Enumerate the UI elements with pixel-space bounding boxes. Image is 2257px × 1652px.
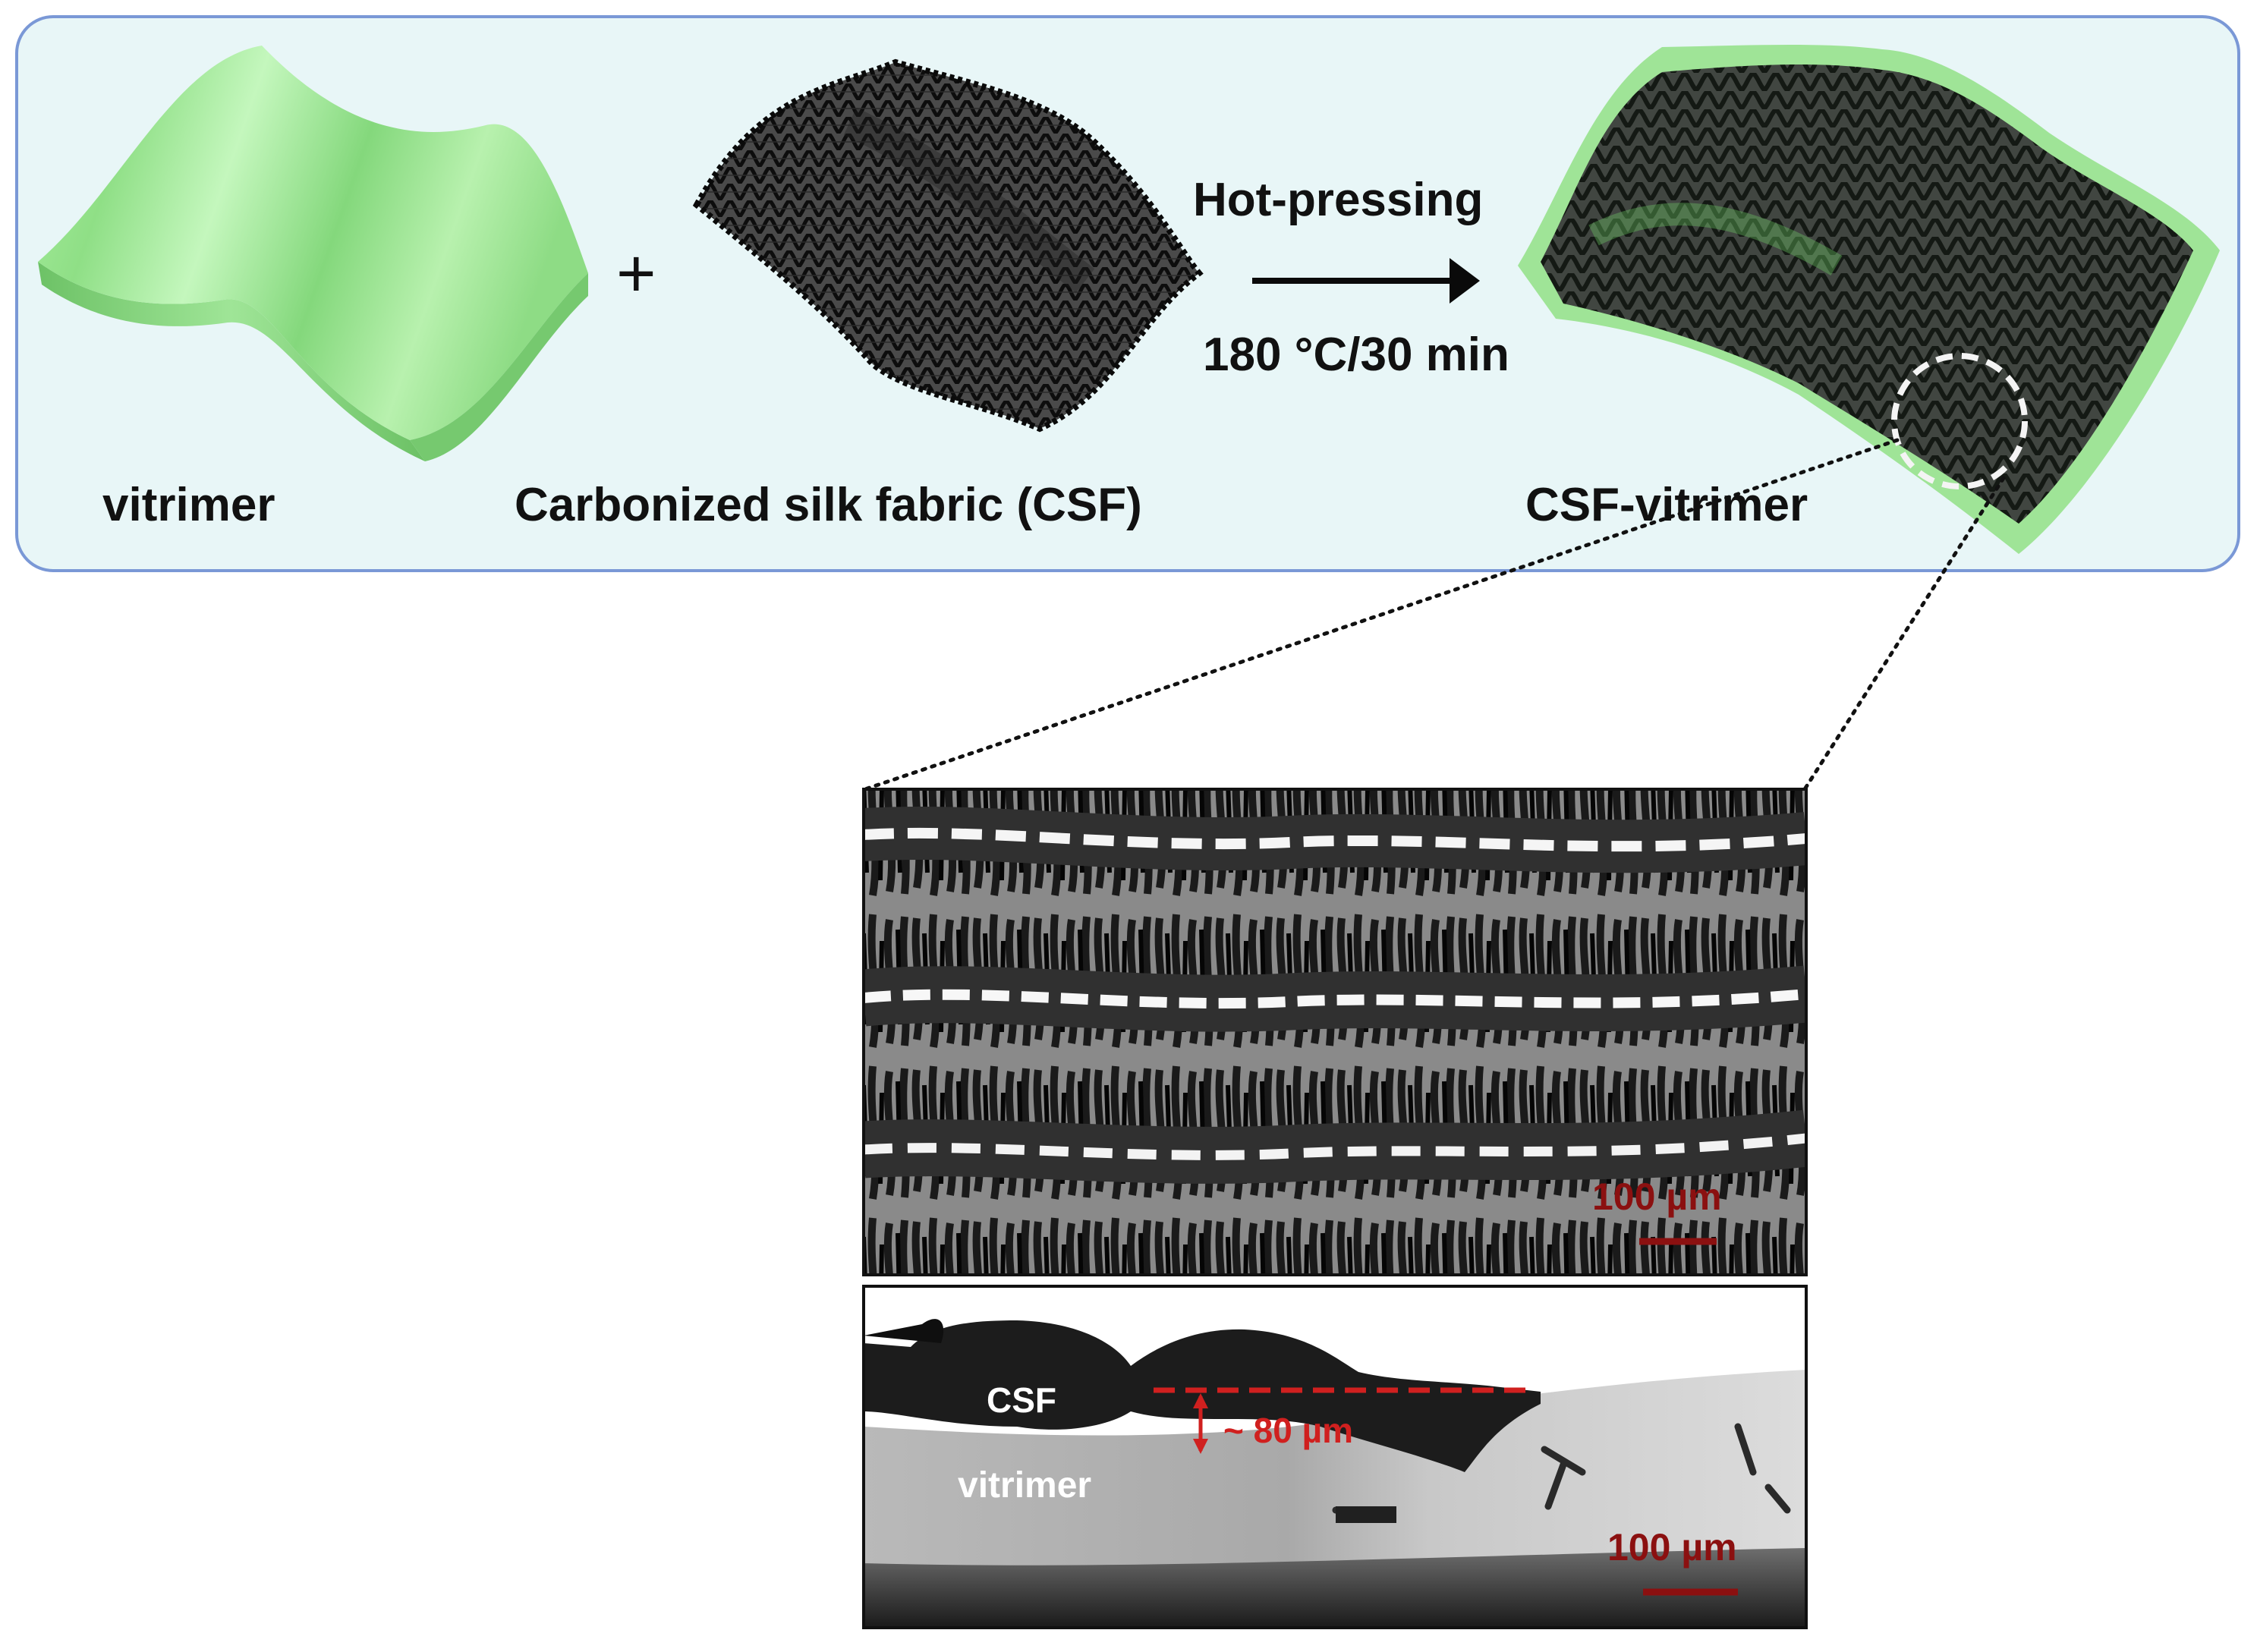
cross-section-vitrimer-label: vitrimer <box>958 1465 1092 1506</box>
hot-pressing-label: Hot-pressing <box>1193 174 1484 226</box>
micrograph-top <box>864 789 1806 1275</box>
csf-vitrimer-label: CSF-vitrimer <box>1525 479 1808 531</box>
micrograph-top-frame <box>862 788 1808 1276</box>
zoom-line-left <box>863 438 1900 791</box>
csf-label: Carbonized silk fabric (CSF) <box>515 479 1142 531</box>
plus-sign: + <box>616 236 656 312</box>
micrograph-bottom <box>864 1286 1806 1628</box>
micrograph-bottom-frame <box>862 1285 1808 1629</box>
zoom-line-right <box>1802 476 2006 791</box>
cross-section-csf-label: CSF <box>987 1380 1056 1420</box>
vitrimer-label: vitrimer <box>102 479 275 531</box>
thickness-arrowhead-top <box>1193 1393 1208 1408</box>
scale-bar-top-label: 100 µm <box>1592 1175 1722 1218</box>
thickness-arrowhead-bottom <box>1193 1439 1208 1454</box>
vitrimer-sheet <box>38 46 588 461</box>
csf-vitrimer-composite <box>1518 44 2220 554</box>
temperature-time-label: 180 °C/30 min <box>1203 329 1509 381</box>
zoom-circle <box>1891 353 2028 489</box>
thickness-label: ~ 80 µm <box>1223 1411 1353 1450</box>
scale-bar-bottom-label: 100 µm <box>1607 1526 1737 1569</box>
process-arrowhead <box>1450 258 1480 304</box>
csf-fabric <box>692 58 1204 433</box>
